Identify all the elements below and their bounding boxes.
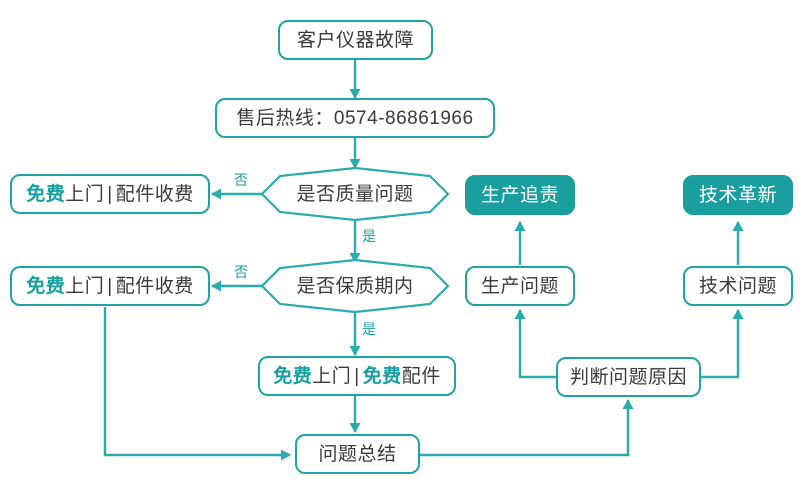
node-start[interactable]: 客户仪器故障 xyxy=(278,20,433,60)
node-hotline[interactable]: 售后热线：0574-86861966 xyxy=(215,98,495,138)
node-decision-quality-label: 是否质量问题 xyxy=(296,183,414,205)
edge-label-quality-yes: 是 xyxy=(362,228,377,244)
node-paid-parts-1[interactable]: 免费上门|配件收费 xyxy=(10,174,210,214)
edge-diagnose-to-technical xyxy=(700,309,744,379)
node-production-accountability[interactable]: 生产追责 xyxy=(465,175,575,215)
node-hotline-label: 售后热线：0574-86861966 xyxy=(236,107,474,129)
node-free-all[interactable]: 免费上门|免费配件 xyxy=(258,356,456,396)
node-problem-summary[interactable]: 问题总结 xyxy=(295,434,420,474)
node-production-issue-label: 生产问题 xyxy=(480,275,559,297)
node-technical-issue-label: 技术问题 xyxy=(698,275,777,297)
edge-diagnose-to-production xyxy=(514,309,556,379)
node-decision-warranty[interactable]: 是否保质期内 xyxy=(262,260,448,312)
node-free-all-label: 免费上门|免费配件 xyxy=(273,365,441,387)
node-diagnose-cause[interactable]: 判断问题原因 xyxy=(556,357,701,397)
edge-label-warranty-yes: 是 xyxy=(362,321,377,337)
diamond-quality-shape xyxy=(260,166,450,222)
node-problem-summary-label: 问题总结 xyxy=(318,443,397,465)
node-paid-parts-2[interactable]: 免费上门|配件收费 xyxy=(10,266,210,306)
node-start-label: 客户仪器故障 xyxy=(296,29,414,51)
node-decision-warranty-label: 是否保质期内 xyxy=(296,275,414,297)
node-diagnose-cause-label: 判断问题原因 xyxy=(569,366,687,388)
edge-label-quality-no: 否 xyxy=(234,172,249,188)
edge-label-warranty-no: 否 xyxy=(234,264,249,280)
node-production-issue[interactable]: 生产问题 xyxy=(465,266,575,306)
edge-paid2-to-summary xyxy=(103,307,291,461)
node-paid-parts-2-label: 免费上门|配件收费 xyxy=(26,275,194,297)
edge-summary-to-diagnose xyxy=(420,399,634,457)
node-decision-quality[interactable]: 是否质量问题 xyxy=(262,168,448,220)
node-technical-issue[interactable]: 技术问题 xyxy=(683,266,793,306)
node-paid-parts-1-label: 免费上门|配件收费 xyxy=(26,183,194,205)
node-production-accountability-label: 生产追责 xyxy=(480,184,559,206)
node-technical-innovation[interactable]: 技术革新 xyxy=(683,175,793,215)
node-technical-innovation-label: 技术革新 xyxy=(698,184,777,206)
diamond-warranty-shape xyxy=(260,258,450,314)
